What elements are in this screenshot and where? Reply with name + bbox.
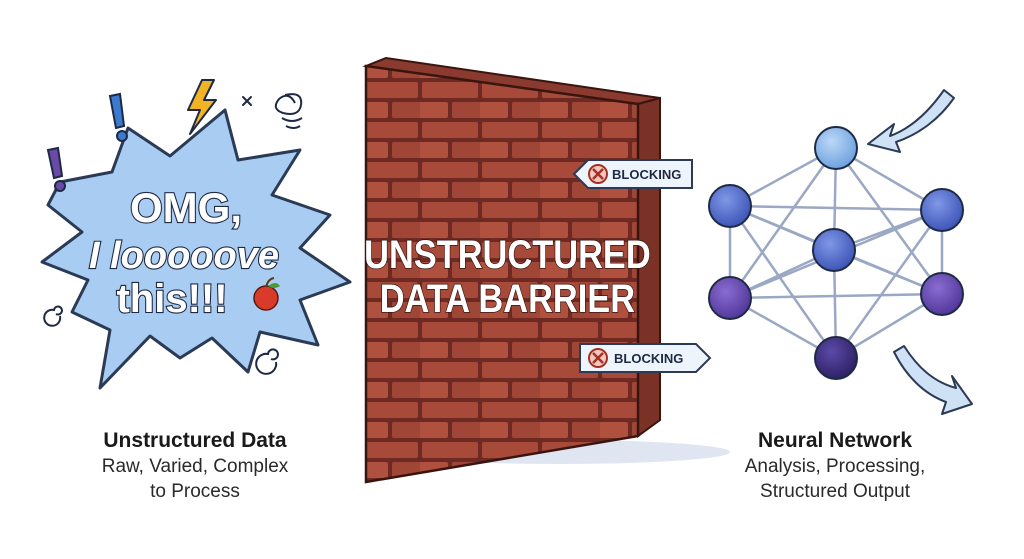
blocked-x-icon	[588, 164, 608, 184]
sparkle-icon	[242, 96, 252, 106]
bubble-text-line1: OMG,	[130, 184, 242, 231]
network-node	[708, 184, 752, 228]
bubble-text-line3: this!!!	[116, 277, 227, 321]
exclamation-icon	[108, 92, 128, 142]
left-caption-title: Unstructured Data	[103, 429, 287, 452]
wall-face	[364, 64, 640, 484]
network-node	[814, 336, 858, 380]
blocking-label-lower: BLOCKING	[614, 351, 683, 366]
wall-title-line2: DATA BARRIER	[380, 276, 635, 321]
neural-network	[708, 126, 964, 380]
network-node	[812, 228, 856, 272]
outgoing-arrow-icon	[893, 345, 973, 415]
speech-bubble: OMG, I looooove this!!!	[40, 108, 352, 390]
brick-wall: UNSTRUCTURED DATA BARRIER	[362, 56, 730, 484]
swirl-icon	[43, 305, 63, 327]
network-node	[920, 188, 964, 232]
left-caption-line1: Raw, Varied, Complex	[101, 456, 289, 477]
right-caption-line2: Structured Output	[760, 481, 910, 502]
incoming-arrow-icon	[867, 89, 955, 153]
swirl-icon	[255, 348, 279, 375]
blocked-x-icon	[588, 348, 608, 368]
network-node	[920, 272, 964, 316]
blocking-tag-upper: BLOCKING	[572, 159, 693, 189]
network-node	[708, 276, 752, 320]
network-node	[814, 126, 858, 170]
apple-icon	[253, 277, 280, 311]
speech-bubble-shape	[40, 108, 352, 390]
right-caption-title: Neural Network	[757, 429, 913, 452]
blocking-label-upper: BLOCKING	[612, 167, 681, 182]
right-caption: Neural Network Analysis, Processing, Str…	[700, 428, 970, 504]
lightning-bolt-icon	[187, 79, 217, 135]
wall-title-line1: UNSTRUCTURED	[364, 232, 651, 277]
left-caption-line2: to Process	[150, 481, 240, 502]
right-caption-line1: Analysis, Processing,	[744, 456, 926, 477]
left-caption: Unstructured Data Raw, Varied, Complex t…	[60, 428, 330, 504]
spiral-scribble-icon	[274, 93, 303, 129]
bubble-text-line2: I looooove	[89, 235, 279, 277]
blocking-tag-lower: BLOCKING	[579, 343, 712, 373]
exclamation-icon	[46, 146, 66, 192]
